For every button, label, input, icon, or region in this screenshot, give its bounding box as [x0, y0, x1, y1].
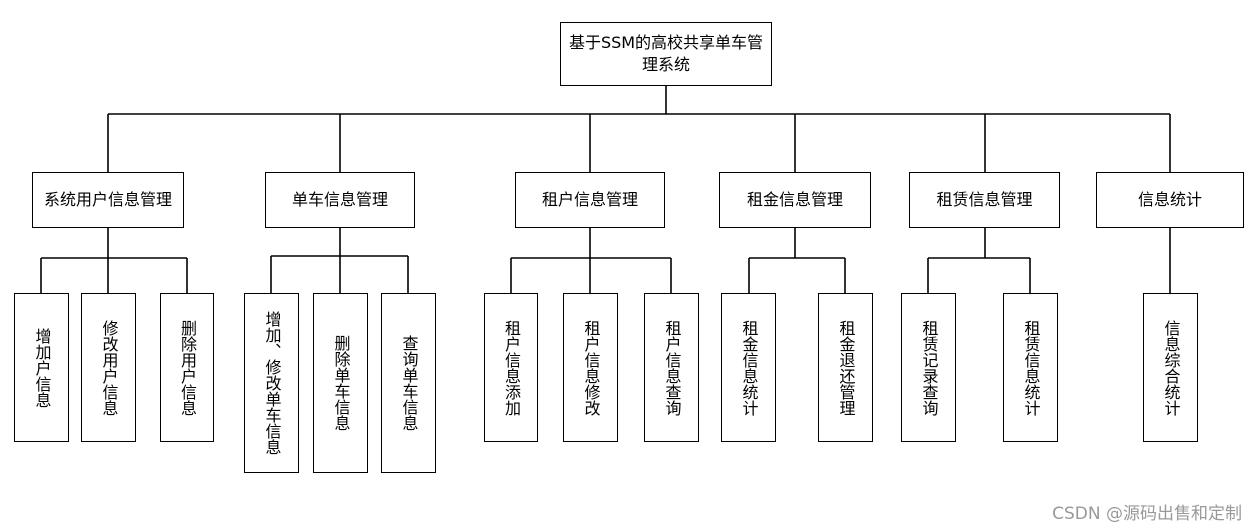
leaf-node: 信息综合统计: [1143, 293, 1198, 442]
root-node: 基于SSM的高校共享单车管理系统: [560, 22, 772, 86]
leaf-label: 租金信息统计: [739, 319, 759, 416]
leaf-label: 租户信息查询: [662, 319, 682, 416]
leaf-label: 查询单车信息: [399, 335, 419, 431]
leaf-label: 租赁信息统计: [1021, 319, 1041, 416]
leaf-node: 增加户信息: [14, 293, 69, 442]
module-node-tenant-management: 租户信息管理: [515, 172, 665, 228]
leaf-node: 删除用户信息: [160, 293, 214, 442]
leaf-label: 租户信息修改: [581, 319, 601, 416]
root-node-label: 基于SSM的高校共享单车管理系统: [568, 33, 764, 74]
leaf-node: 删除单车信息: [313, 293, 368, 473]
watermark-text: CSDN @源码出售和定制: [1052, 504, 1242, 524]
leaf-node: 租户信息查询: [644, 293, 699, 442]
leaf-label: 租金退还管理: [836, 319, 856, 416]
module-node-user-management: 系统用户信息管理: [32, 172, 184, 228]
leaf-node: 租金信息统计: [721, 293, 776, 442]
module-label: 系统用户信息管理: [43, 190, 172, 209]
leaf-label: 信息综合统计: [1161, 319, 1181, 416]
leaf-label: 增加户信息: [32, 327, 52, 408]
module-node-rent-management: 租金信息管理: [719, 172, 871, 228]
module-label: 租户信息管理: [541, 190, 638, 209]
module-label: 租金信息管理: [746, 190, 843, 209]
leaf-node: 租金退还管理: [818, 293, 873, 442]
leaf-node: 增加、修改单车信息: [244, 293, 299, 473]
leaf-node: 租户信息修改: [563, 293, 618, 442]
leaf-node: 查询单车信息: [381, 293, 436, 473]
leaf-label: 租赁记录查询: [919, 319, 939, 416]
module-node-lease-management: 租赁信息管理: [909, 172, 1060, 228]
leaf-node: 修改用户信息: [81, 293, 136, 442]
module-label: 租赁信息管理: [936, 190, 1033, 209]
leaf-label: 删除用户信息: [178, 319, 197, 416]
module-node-statistics: 信息统计: [1096, 172, 1244, 228]
module-label: 信息统计: [1137, 190, 1202, 209]
leaf-node: 租户信息添加: [484, 293, 538, 442]
leaf-label: 删除单车信息: [331, 335, 351, 431]
leaf-node: 租赁信息统计: [1003, 293, 1058, 442]
leaf-label: 租户信息添加: [502, 319, 521, 416]
leaf-label: 修改用户信息: [99, 319, 119, 416]
leaf-node: 租赁记录查询: [901, 293, 956, 442]
module-node-bike-management: 单车信息管理: [265, 172, 415, 228]
module-label: 单车信息管理: [291, 190, 388, 209]
leaf-label: 增加、修改单车信息: [262, 311, 282, 455]
